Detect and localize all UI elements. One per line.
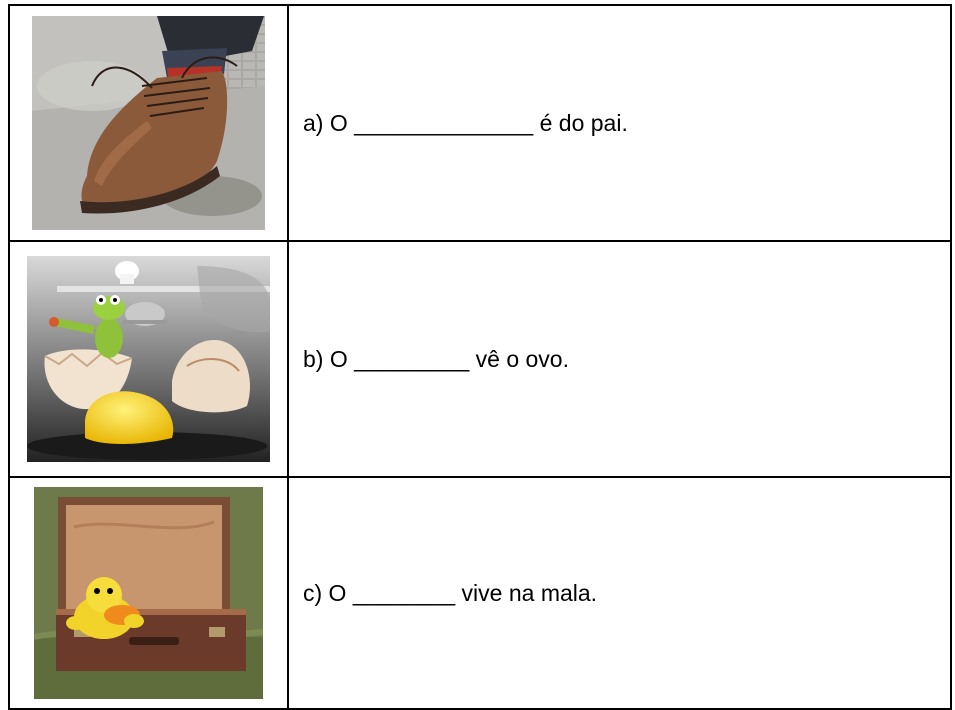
image-cell [8,240,289,478]
sentence-c: c) O ________ vive na mala. [303,579,598,606]
text-cell: b) O _________ vê o ovo. [287,240,952,478]
exercise-row-b: b) O _________ vê o ovo. [8,240,952,478]
exercise-row-c: c) O ________ vive na mala. [8,476,952,710]
text-cell: c) O ________ vive na mala. [287,476,952,710]
sentence-b: b) O _________ vê o ovo. [303,345,569,372]
exercise-row-a: a) O ______________ é do pai. [8,4,952,242]
image-cell [8,476,289,710]
sentence-a: a) O ______________ é do pai. [303,109,628,136]
duck-suitcase-image [34,487,263,699]
text-cell: a) O ______________ é do pai. [287,4,952,242]
shoe-image [32,16,265,230]
image-cell [8,4,289,242]
worksheet: a) O ______________ é do pai. [8,4,952,710]
frog-egg-image [27,256,270,462]
exercise-table: a) O ______________ é do pai. [8,4,952,710]
